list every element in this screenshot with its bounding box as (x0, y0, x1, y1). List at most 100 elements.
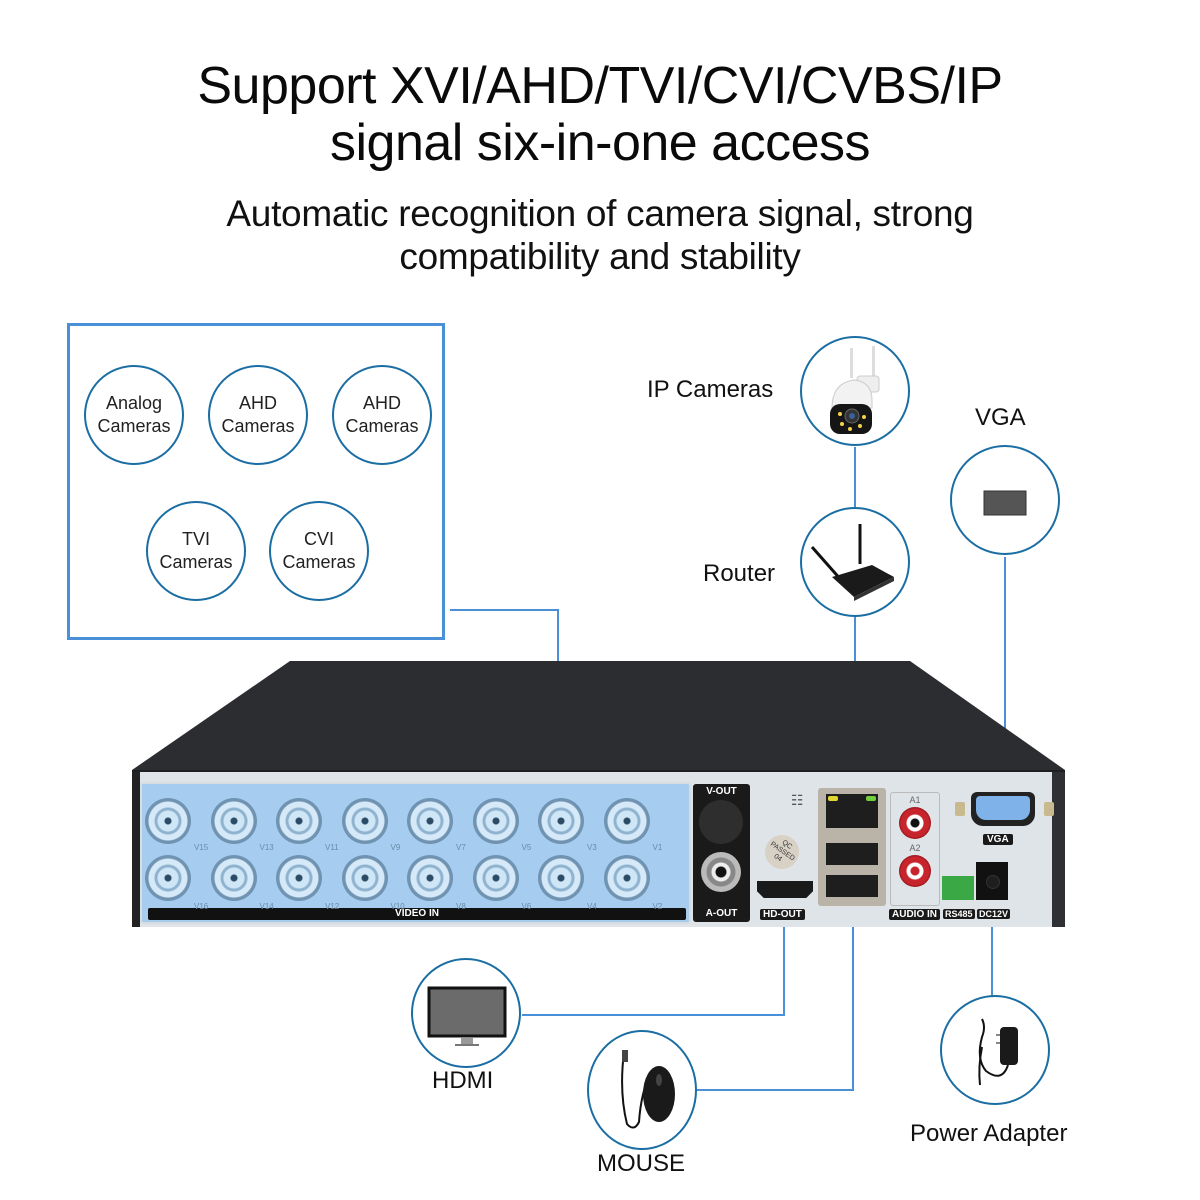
v-out-label: V-OUT (706, 786, 737, 797)
channel-label: V5 (521, 843, 532, 852)
channel-label: V13 (259, 843, 274, 852)
dc12v-label: DC12V (977, 909, 1011, 919)
camera-type-label: Cameras (221, 416, 295, 436)
channel-label: V8 (456, 902, 466, 911)
video-in-label: VIDEO IN (148, 908, 686, 920)
camera-type-label: AHD (238, 393, 277, 413)
vga-screw-left (955, 802, 965, 816)
channel-label: V16 (194, 902, 209, 911)
bnc-port-v10 (341, 855, 388, 901)
bnc-port-v1 (603, 798, 650, 844)
channel-label: V9 (390, 843, 401, 852)
usb-port-1 (826, 843, 878, 865)
router-icon (810, 524, 894, 601)
camera-type-ahd: AHD Cameras (208, 365, 308, 465)
router-label: Router (703, 560, 776, 587)
rs485-terminal (942, 876, 974, 900)
rs485-label: RS485 (943, 909, 975, 919)
usb-port-2 (826, 875, 878, 897)
vga-screw-right (1044, 802, 1054, 816)
dc12v-port (976, 862, 1008, 900)
camera-type-label: Cameras (282, 552, 356, 572)
dc12v-jack (986, 875, 1000, 889)
channel-label: V6 (521, 902, 532, 911)
audio-in-a2-port (899, 855, 931, 887)
ip-cameras-label: IP Cameras (647, 376, 774, 403)
bnc-port-v14 (210, 855, 257, 901)
hdmi-circle (411, 958, 521, 1068)
ip-camera-icon (830, 346, 880, 434)
camera-type-label: Cameras (97, 416, 171, 436)
vga-pins (976, 796, 1030, 820)
channel-label: V1 (652, 843, 663, 852)
lan-led-green (866, 796, 876, 801)
bnc-port-v11 (276, 798, 322, 844)
a-out-label: A-OUT (705, 908, 738, 919)
power-adapter-circle (940, 995, 1050, 1105)
bnc-port-v12 (276, 855, 322, 901)
camera-types-box: Analog Cameras AHD Cameras AHD Cameras T… (67, 323, 445, 640)
hdmi-port (757, 881, 813, 898)
bnc-port-v13 (210, 798, 257, 844)
audio-in-label: AUDIO IN (889, 909, 940, 920)
camera-type-analog: Analog Cameras (84, 365, 184, 465)
monitor-icon (427, 986, 507, 1046)
channel-label: V4 (587, 902, 597, 911)
vga-monitor-icon (983, 490, 1027, 516)
a-out-port (701, 852, 741, 892)
bnc-port-v2 (603, 855, 650, 901)
bnc-port-v3 (538, 798, 584, 844)
bnc-port-v4 (538, 855, 584, 901)
ip-camera-circle (800, 336, 910, 446)
channel-label: V11 (325, 843, 339, 852)
camera-type-tvi: TVI Cameras (146, 501, 246, 601)
router-circle (800, 507, 910, 617)
a1-label: A1 (909, 795, 921, 805)
bnc-port-v9 (341, 798, 388, 844)
av-out-block: V-OUT A-OUT (693, 784, 750, 922)
camera-type-label: Cameras (345, 416, 419, 436)
bnc-port-v16 (145, 855, 191, 901)
bnc-port-v6 (472, 855, 519, 901)
camera-type-ahd-2: AHD Cameras (332, 365, 432, 465)
mouse-circle (587, 1030, 697, 1150)
camera-type-label: TVI (181, 529, 210, 549)
bnc-port-v8 (407, 855, 453, 901)
power-adapter-label: Power Adapter (910, 1120, 1068, 1147)
power-adapter-icon (978, 1018, 1018, 1086)
audio-in-a1-port (899, 807, 931, 839)
channel-label: V7 (456, 843, 466, 852)
vga-circle (950, 445, 1060, 555)
channel-label: V3 (587, 843, 597, 852)
subtitle-line-1: Automatic recognition of camera signal, … (226, 193, 974, 234)
channel-label: V10 (390, 902, 405, 911)
camera-type-label: AHD (362, 393, 401, 413)
bnc-port-v7 (407, 798, 453, 844)
title-line-1: Support XVI/AHD/TVI/CVI/CVBS/IP (197, 57, 1003, 115)
camera-type-label: Cameras (159, 552, 233, 572)
mouse-label: MOUSE (597, 1150, 686, 1177)
audio-in-block: A1 A2 (890, 792, 940, 906)
vga-port-label: VGA (983, 834, 1013, 845)
channel-label: V14 (259, 902, 274, 911)
mouse-icon (621, 1050, 675, 1129)
camera-type-label: CVI (303, 529, 334, 549)
bnc-port-v15 (145, 798, 191, 844)
channel-label: V12 (325, 902, 340, 911)
a2-label: A2 (909, 843, 921, 853)
bnc-port-v5 (472, 798, 519, 844)
title-line-2: signal six-in-one access (329, 114, 871, 172)
camera-type-label: Analog (105, 393, 163, 413)
lan-usb-block (818, 788, 886, 906)
lan-led-yellow (828, 796, 838, 801)
channel-label: V15 (194, 843, 209, 852)
channel-label: V2 (652, 902, 663, 911)
vga-port (971, 792, 1035, 826)
vga-label: VGA (975, 404, 1026, 431)
network-symbol-icon: ☷ (791, 792, 804, 808)
subtitle-line-2: compatibility and stability (399, 236, 801, 277)
hd-out-label: HD-OUT (760, 909, 805, 920)
v-out-port (699, 800, 743, 844)
camera-type-cvi: CVI Cameras (269, 501, 369, 601)
